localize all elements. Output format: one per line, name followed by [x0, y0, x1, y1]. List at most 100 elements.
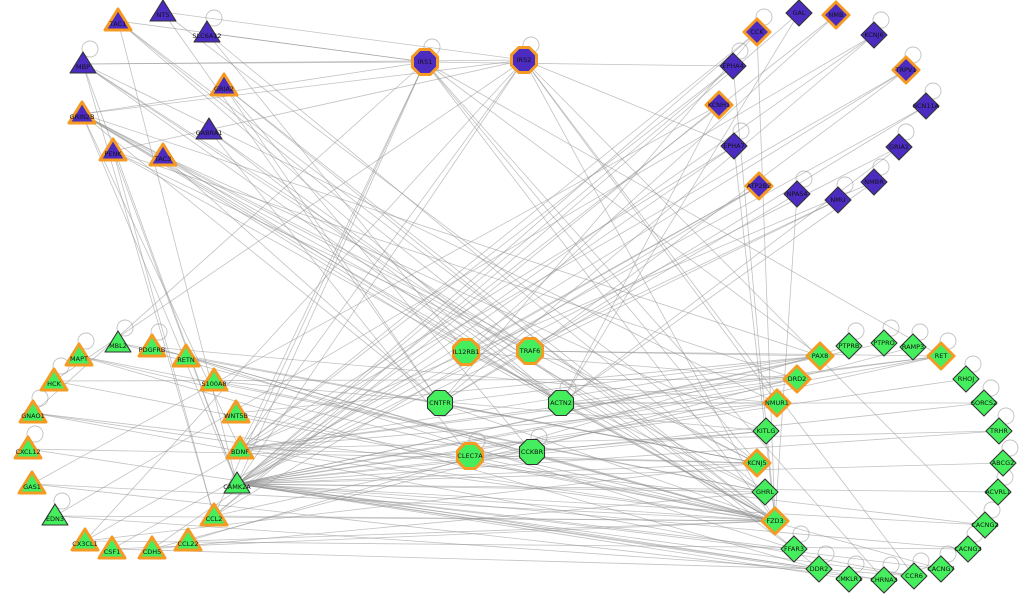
node-WNT5B[interactable] — [221, 399, 251, 424]
node-CCK[interactable] — [742, 17, 772, 47]
node-CACNG3[interactable] — [954, 535, 982, 563]
node-PENK[interactable] — [98, 137, 128, 162]
graph-edge-S100A8-KITLG — [213, 380, 767, 432]
node-CNTFR[interactable] — [426, 389, 454, 417]
node-NMUR1[interactable] — [762, 388, 792, 418]
node-IRS2[interactable] — [510, 46, 538, 74]
graph-edge-EPHA7-BDNF — [239, 145, 735, 450]
node-KITLG[interactable] — [752, 417, 780, 445]
node-DRD2[interactable] — [782, 364, 812, 394]
node-HCK[interactable] — [39, 367, 69, 392]
node-CACNG7[interactable] — [927, 555, 955, 583]
node-NMU[interactable] — [824, 186, 852, 214]
node-KCNJ6[interactable] — [860, 21, 888, 49]
node-TRHR[interactable] — [985, 417, 1013, 445]
node-FFAR3[interactable] — [780, 535, 808, 563]
node-ABCG2[interactable] — [989, 449, 1017, 477]
node-BDNF[interactable] — [225, 435, 255, 460]
node-KCNH1[interactable] — [704, 90, 734, 120]
node-NPAS4[interactable] — [783, 180, 811, 208]
self-loop-PTPRO — [882, 319, 900, 337]
node-CCKBR[interactable] — [518, 438, 546, 466]
graph-edge-CAMK2A-CACNG7 — [236, 483, 942, 570]
node-EPHA4[interactable] — [719, 52, 747, 80]
graph-edge-CNTFR-PAX8 — [439, 355, 821, 404]
node-CDH5[interactable] — [137, 535, 167, 560]
node-TAC3[interactable] — [148, 142, 178, 167]
graph-edge-GAL-CCL2 — [213, 12, 800, 517]
node-NTS[interactable] — [149, 0, 177, 22]
node-SLC6A12[interactable] — [193, 20, 221, 43]
node-ACTN2[interactable] — [547, 389, 575, 417]
node-FZD3[interactable] — [760, 506, 790, 536]
graph-edge-CAMK2A-CACNG2 — [236, 483, 986, 526]
self-loop-RAMP3 — [911, 323, 929, 341]
node-CMKLR1[interactable] — [835, 565, 863, 593]
node-GRIN2B[interactable] — [67, 100, 97, 125]
node-IL12RB1[interactable] — [452, 338, 480, 366]
node-CX3CL1[interactable] — [70, 527, 100, 552]
node-MAPT[interactable] — [64, 342, 94, 367]
node-CHRNA3[interactable] — [870, 566, 898, 594]
self-loop-MBP — [81, 40, 99, 58]
node-TRPV1[interactable] — [891, 55, 921, 85]
node-DDR2[interactable] — [805, 555, 833, 583]
graph-edge-GRIA1-CAMK2A — [236, 146, 900, 485]
node-IRS1[interactable] — [411, 48, 439, 76]
graph-edge-EPHA7-FZD3 — [733, 145, 776, 522]
node-GRIA1[interactable] — [885, 133, 913, 161]
node-ATP2B2[interactable] — [744, 171, 774, 201]
node-RAMP3[interactable] — [899, 333, 927, 361]
node-CXCL12[interactable] — [13, 435, 43, 460]
node-RET[interactable] — [926, 341, 956, 371]
node-NMB[interactable] — [821, 0, 851, 30]
node-MBP[interactable] — [69, 51, 97, 74]
graph-edge-IRS1-RET — [424, 61, 942, 357]
node-TAC1[interactable] — [103, 7, 133, 32]
node-NMBR[interactable] — [860, 168, 888, 196]
node-KCNJ5[interactable] — [742, 448, 772, 478]
graph-edge-CX3CL1-KCNJ5 — [84, 462, 758, 542]
graph-edge-TAC1-TRAF6 — [117, 20, 531, 352]
node-CSF1[interactable] — [97, 535, 127, 560]
node-CCR6[interactable] — [900, 562, 928, 590]
node-RHOJ[interactable] — [952, 365, 980, 393]
node-ACVRL1[interactable] — [984, 478, 1012, 506]
node-SCN11A[interactable] — [912, 92, 940, 120]
graph-edge-GRIN2B-TRAF6 — [81, 113, 531, 352]
graph-edge-GRIN2B-GHRL — [81, 113, 766, 493]
node-GAS1[interactable] — [17, 470, 47, 495]
node-PTPRO[interactable] — [870, 329, 898, 357]
node-GNAO1[interactable] — [18, 399, 48, 424]
graph-edge-SCN11A-CAMK2A — [236, 105, 927, 485]
node-GRIA2[interactable] — [209, 72, 239, 97]
graph-edge-CSF1-DDR2 — [111, 548, 820, 570]
node-CLEC7A[interactable] — [456, 442, 484, 470]
graph-edge-GABRA1-FFAR3 — [208, 129, 795, 550]
self-loop-CCR6 — [912, 552, 930, 570]
node-TRAF6[interactable] — [516, 337, 544, 365]
node-RETN[interactable] — [171, 343, 201, 368]
node-PTPRB[interactable] — [835, 332, 863, 360]
graph-edge-MBP-ACTN2 — [82, 63, 562, 404]
node-CCL2[interactable] — [199, 502, 229, 527]
node-GAL[interactable] — [785, 0, 813, 27]
node-MBL2[interactable] — [104, 330, 132, 353]
node-SORCS2[interactable] — [970, 389, 998, 417]
graph-edge-NPAS4-CNTFR — [439, 193, 798, 404]
node-EDN3[interactable] — [41, 503, 69, 526]
node-GHRL[interactable] — [751, 478, 779, 506]
node-EPHA7[interactable] — [720, 132, 748, 160]
graph-edge-PENK-CCL2 — [112, 150, 215, 517]
node-S100A8[interactable] — [199, 367, 229, 392]
node-CCL22[interactable] — [173, 527, 203, 552]
node-PAX8[interactable] — [805, 341, 835, 371]
node-CACNG2[interactable] — [971, 511, 999, 539]
graph-edge-BDNF-DRD2 — [239, 378, 798, 450]
graph-edge-CAMK2A-GHRL — [236, 483, 766, 493]
node-GABRA1[interactable] — [195, 117, 223, 140]
graph-edge-CDH5-GHRL — [151, 491, 766, 550]
graph-edge-IRS1-FZD3 — [424, 61, 776, 522]
node-CAMK2A[interactable] — [223, 471, 251, 494]
node-PDGFRB[interactable] — [137, 333, 167, 358]
